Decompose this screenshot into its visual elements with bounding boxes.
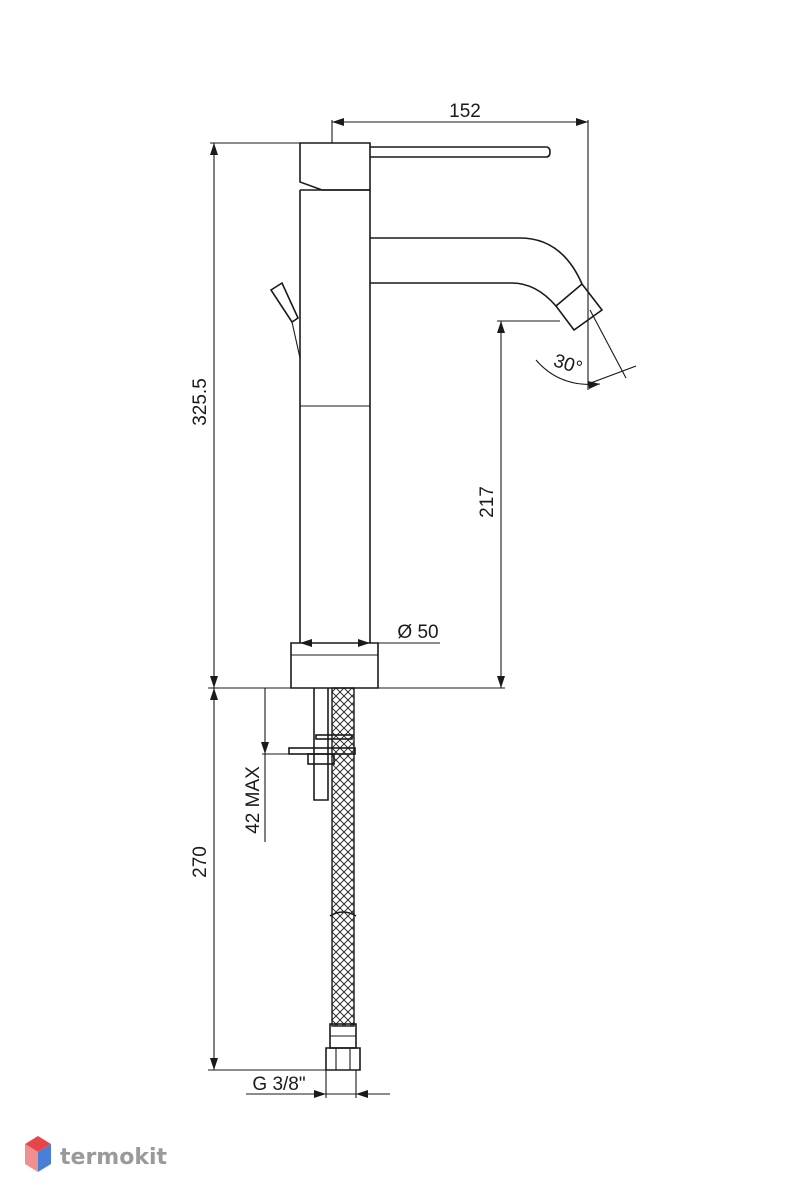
dim-spout-angle: 30° — [551, 350, 585, 379]
dim-spout-height: 217 — [477, 486, 498, 518]
dim-overall-height: 325.5 — [190, 378, 211, 426]
termokit-logo: termokit — [25, 1136, 167, 1172]
dim-hose-length: 270 — [190, 846, 211, 878]
dimension-lines — [208, 118, 637, 1098]
dim-body-diameter: Ø 50 — [397, 622, 438, 643]
dim-spout-reach: 152 — [449, 101, 481, 122]
faucet-body — [269, 142, 604, 689]
flexible-hose — [325, 687, 361, 1071]
dim-max-counter-thickness: 42 MAX — [243, 766, 264, 834]
brand-name: termokit — [60, 1145, 167, 1170]
dim-thread: G 3/8" — [252, 1074, 305, 1095]
